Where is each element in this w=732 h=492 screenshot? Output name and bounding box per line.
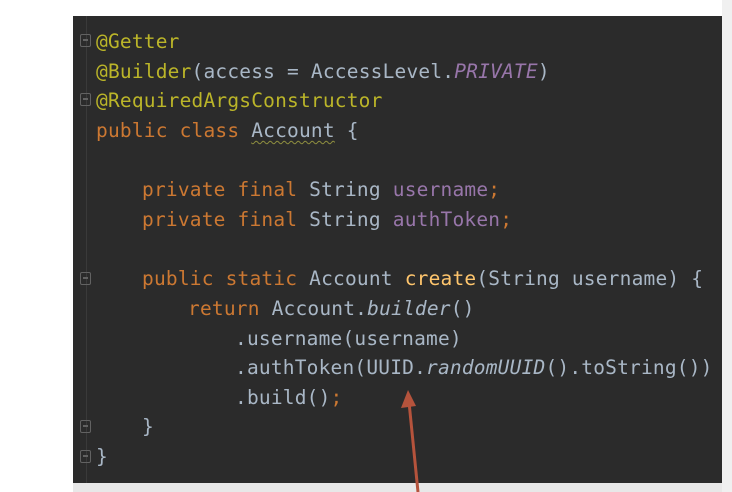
field-name: username	[392, 178, 489, 201]
editor-bottom-edge	[73, 483, 722, 492]
scrollbar[interactable]	[722, 0, 732, 492]
semicolon: ;	[500, 208, 513, 231]
keyword: public static	[142, 267, 310, 290]
closing-brace: }	[96, 445, 108, 468]
fold-icon[interactable]	[80, 34, 91, 47]
closing-brace: }	[142, 415, 154, 438]
type: String	[309, 178, 393, 201]
constant: PRIVATE	[454, 60, 538, 83]
code-line-4[interactable]: public class Account {	[96, 116, 359, 146]
code-text: .username(username)	[235, 327, 462, 350]
code-line-11[interactable]: .build();	[235, 383, 342, 413]
code-text: .authToken(UUID.	[235, 356, 427, 379]
annotation: @Getter	[96, 30, 180, 53]
code-line-8[interactable]: return Account.builder()	[188, 294, 475, 324]
code-line-5[interactable]: private final String username;	[142, 175, 500, 205]
keyword: private final	[142, 208, 310, 231]
keyword: public class	[96, 119, 252, 142]
code-text: Account.	[271, 297, 368, 320]
code-line-9[interactable]: .username(username)	[235, 324, 462, 354]
method-name: create	[404, 267, 477, 290]
code-line-1[interactable]: @Getter	[96, 27, 180, 57]
code-line-3[interactable]: @RequiredArgsConstructor	[96, 86, 383, 116]
code-line-2[interactable]: @Builder(access = AccessLevel.PRIVATE)	[96, 57, 550, 87]
field-name: authToken	[392, 208, 501, 231]
params: (String username) {	[476, 267, 704, 290]
code-line-10[interactable]: .authToken(UUID.randomUUID().toString())	[235, 353, 713, 383]
semicolon: ;	[330, 386, 343, 409]
class-name: Account	[251, 119, 335, 142]
keyword: return	[188, 297, 272, 320]
type: Account	[309, 267, 405, 290]
annotation: @RequiredArgsConstructor	[96, 89, 383, 112]
code-text: ()	[450, 297, 475, 320]
code-line-7[interactable]: public static Account create(String user…	[142, 264, 703, 294]
fold-icon[interactable]	[80, 450, 91, 463]
code-text: .build()	[235, 386, 331, 409]
code-line-13[interactable]: }	[96, 442, 108, 472]
code-editor[interactable]: @Getter @Builder(access = AccessLevel.PR…	[73, 16, 722, 483]
fold-icon[interactable]	[80, 272, 91, 285]
code-text: )	[537, 60, 550, 83]
fold-icon[interactable]	[80, 420, 91, 433]
annotation: @Builder	[96, 60, 192, 83]
type: String	[309, 208, 393, 231]
fold-icon[interactable]	[80, 93, 91, 106]
semicolon: ;	[488, 178, 501, 201]
static-call: randomUUID	[426, 356, 546, 379]
code-text: {	[334, 119, 359, 142]
gutter-divider	[86, 16, 87, 483]
keyword: private final	[142, 178, 310, 201]
code-text: (access = AccessLevel.	[191, 60, 455, 83]
code-text: ().toString())	[545, 356, 713, 379]
code-line-12[interactable]: }	[142, 412, 154, 442]
static-call: builder	[367, 297, 451, 320]
code-line-6[interactable]: private final String authToken;	[142, 205, 512, 235]
